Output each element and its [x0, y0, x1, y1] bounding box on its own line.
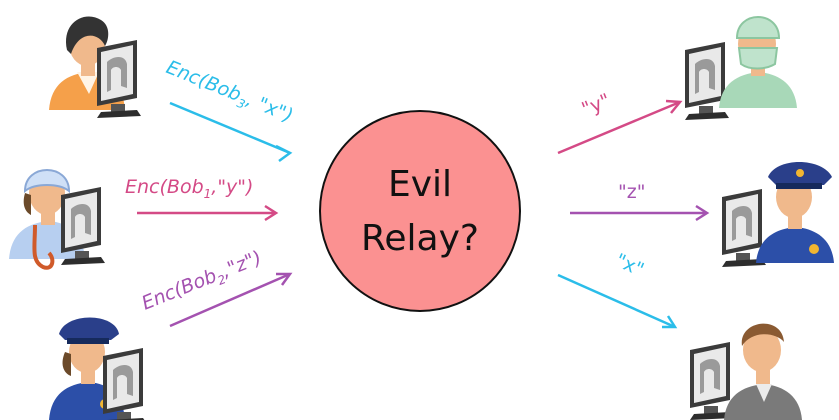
sender2-label: Enc(Bob1,"y"): [125, 176, 253, 201]
relay-label-line1: Evil: [388, 164, 452, 205]
receiver3-message: "x": [612, 249, 647, 281]
nurse-user-icon: [9, 169, 105, 270]
arrow-sender2-to-relay: [137, 204, 279, 222]
police-woman-user-icon: [49, 317, 147, 420]
surgeon-user-icon: [685, 16, 797, 120]
arrow-relay-to-receiver1: [557, 99, 683, 155]
business-woman-user-icon: [49, 16, 141, 118]
arrow-sender1-to-relay: [169, 101, 293, 163]
arrow-sender3-to-relay: [169, 272, 293, 328]
sender3-label: Enc(Bob2,"z"): [139, 247, 266, 318]
relay-label-line2: Relay?: [361, 218, 479, 259]
arrow-relay-to-receiver3: [557, 273, 678, 329]
man-user-icon: [690, 323, 802, 420]
police-officer-user-icon: [722, 162, 834, 267]
sender1-label: Enc(Bob3, "x"): [162, 56, 296, 130]
receiver2-message: "z": [618, 181, 645, 203]
receiver1-message: "y": [579, 89, 614, 120]
arrow-relay-to-receiver2: [570, 204, 710, 222]
evil-relay-circle: [319, 110, 521, 312]
